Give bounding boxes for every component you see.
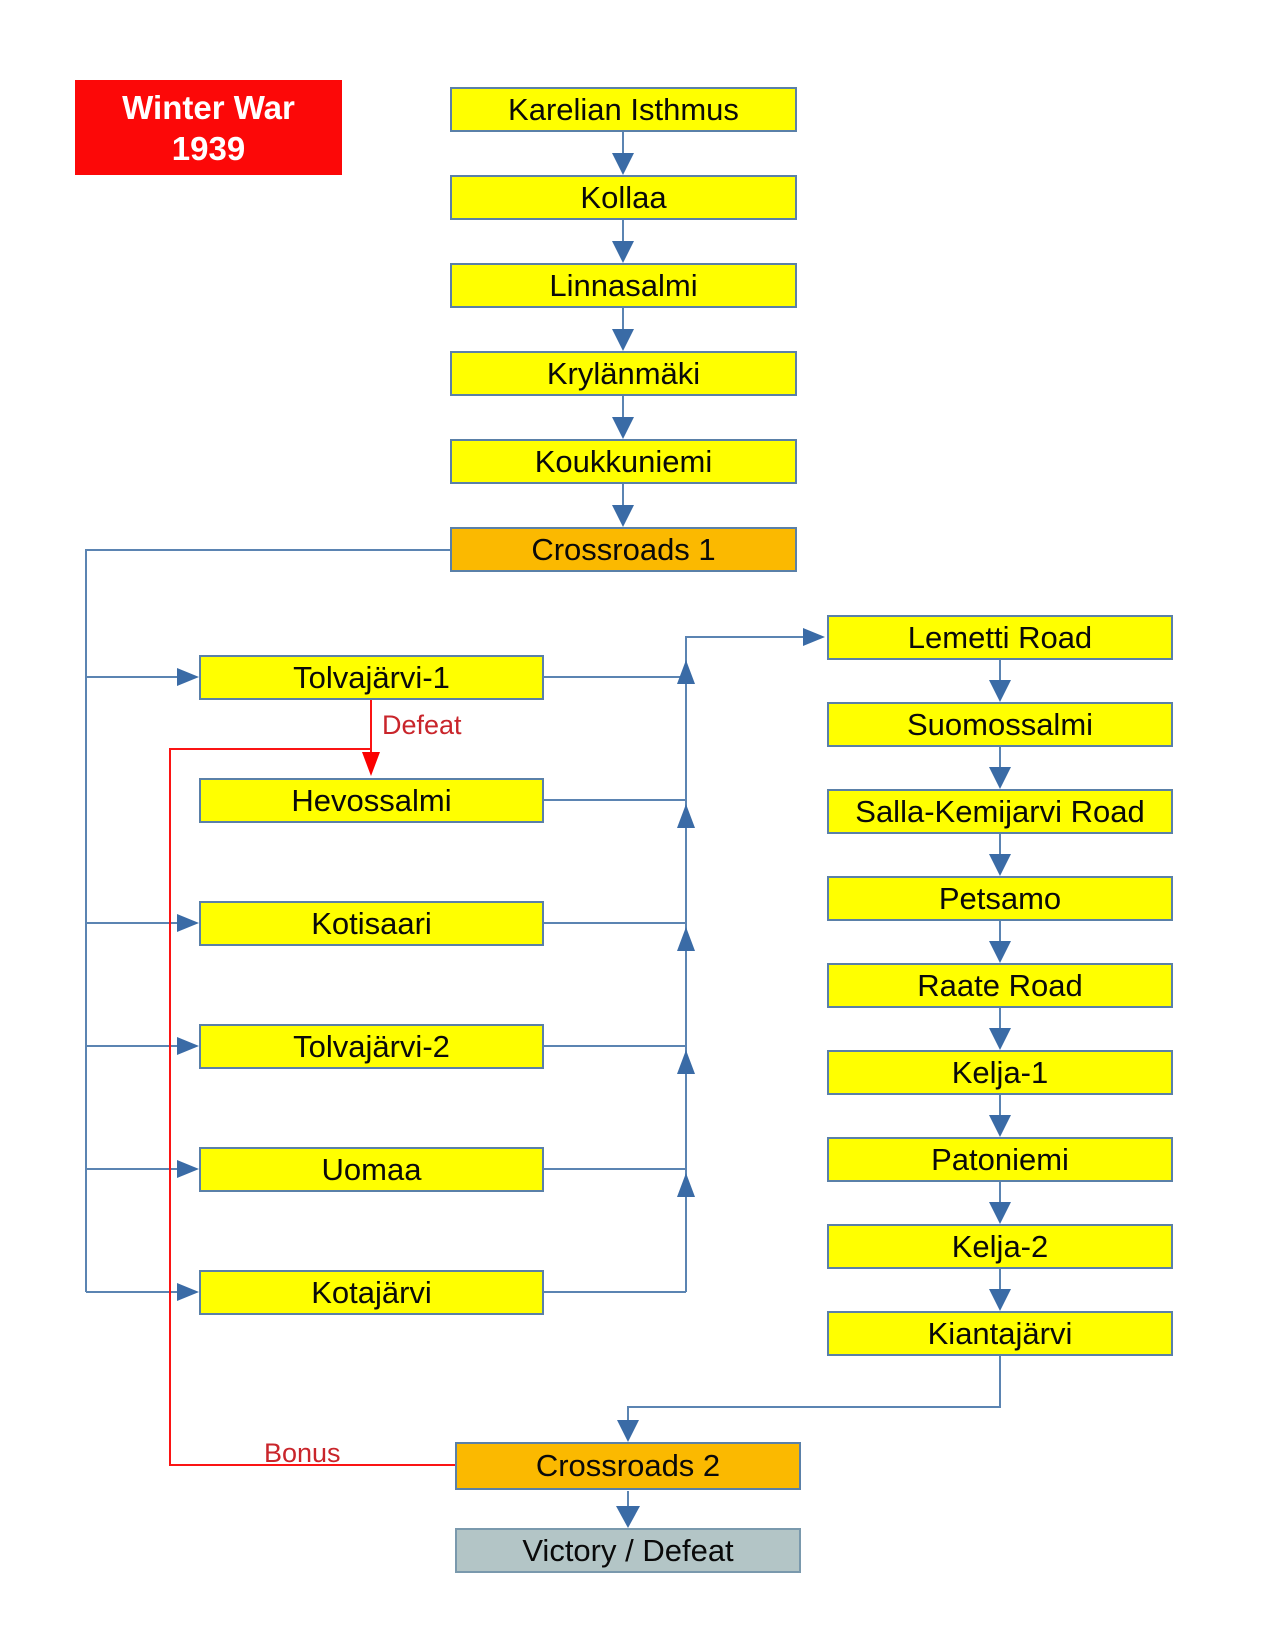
node-salla-kemijarvi-road: Salla-Kemijarvi Road [827, 789, 1173, 834]
edge-right-column [989, 660, 1011, 1311]
node-linnasalmi: Linnasalmi [450, 263, 797, 308]
node-hevossalmi: Hevossalmi [199, 778, 544, 823]
node-petsamo: Petsamo [827, 876, 1173, 921]
title-box: Winter War 1939 [75, 80, 342, 175]
node-kotajarvi: Kotajärvi [199, 1270, 544, 1315]
node-lemetti-road: Lemetti Road [827, 615, 1173, 660]
edge-kiantajarvi-to-crossroads2 [617, 1356, 1001, 1442]
node-kollaa: Kollaa [450, 175, 797, 220]
node-koukkuniemi: Koukkuniemi [450, 439, 797, 484]
edge-crossroads1-to-left-boxes [85, 549, 450, 1301]
node-karelian-isthmus: Karelian Isthmus [450, 87, 797, 132]
node-kelja-1: Kelja-1 [827, 1050, 1173, 1095]
node-kotisaari: Kotisaari [199, 901, 544, 946]
defeat-label: Defeat [382, 710, 462, 740]
edge-defeat [362, 699, 380, 776]
edge-center-column [612, 132, 634, 527]
node-suomossalmi: Suomossalmi [827, 702, 1173, 747]
node-kiantajarvi: Kiantajärvi [827, 1311, 1173, 1356]
node-tolvajarvi-1: Tolvajärvi-1 [199, 655, 544, 700]
title-line1: Winter War [122, 88, 295, 126]
node-patoniemi: Patoniemi [827, 1137, 1173, 1182]
node-victory-defeat: Victory / Defeat [455, 1528, 801, 1573]
edge-bonus [169, 748, 455, 1466]
node-uomaa: Uomaa [199, 1147, 544, 1192]
node-kelja-2: Kelja-2 [827, 1224, 1173, 1269]
edge-crossroads2-to-victory [616, 1491, 640, 1528]
edge-left-boxes-to-lemetti [544, 628, 825, 1293]
node-krylanmaki: Krylänmäki [450, 351, 797, 396]
node-crossroads-1: Crossroads 1 [450, 527, 797, 572]
node-tolvajarvi-2: Tolvajärvi-2 [199, 1024, 544, 1069]
node-crossroads-2: Crossroads 2 [455, 1442, 801, 1490]
bonus-label: Bonus [264, 1438, 341, 1468]
title-line2: 1939 [171, 129, 246, 167]
node-raate-road: Raate Road [827, 963, 1173, 1008]
